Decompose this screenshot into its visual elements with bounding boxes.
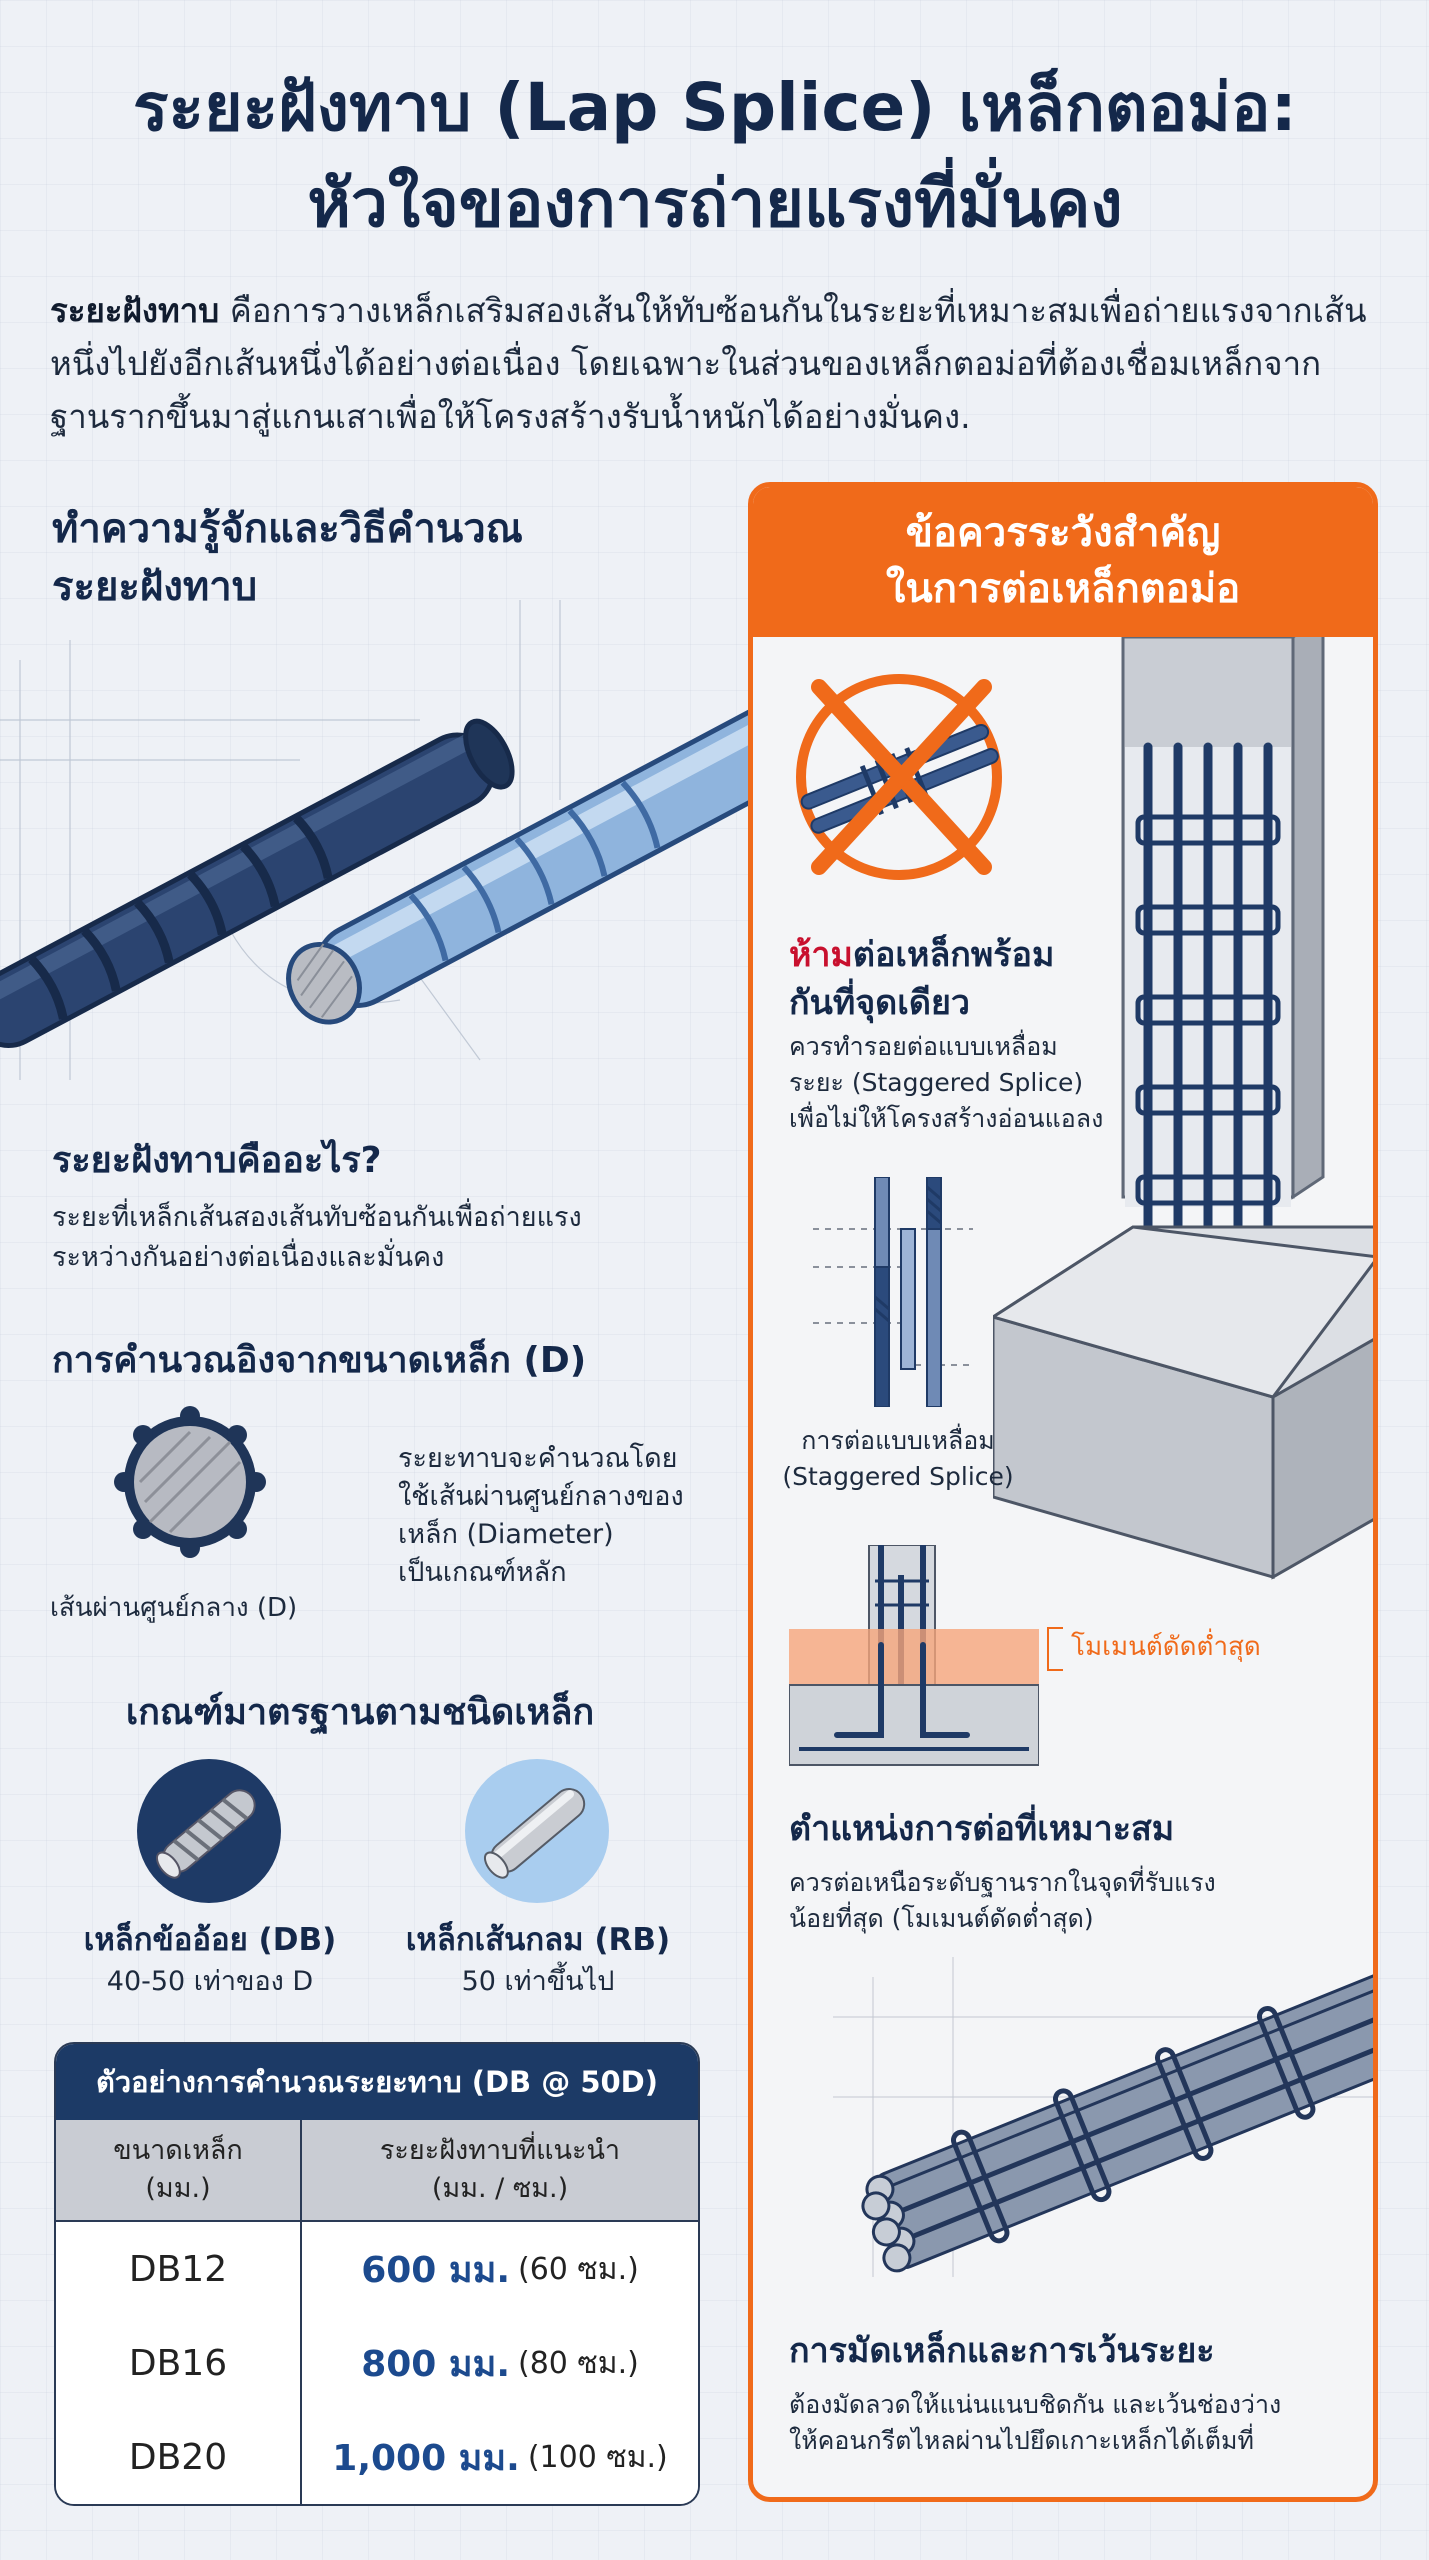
column-footing-illustration [993,637,1373,1580]
moment-label: โมเมนต์ดัดต่ำสุด [1071,1632,1261,1662]
standard-title: เกณฑ์มาตรฐานตามชนิดเหล็ก [125,1692,595,1733]
row-size: DB12 [128,2248,228,2290]
warning-header-line-2: ในการต่อเหล็กตอม่อ [885,566,1241,612]
table-row: DB12 600 มม.(60 ซม.) [56,2222,698,2318]
section-title-line-2: ระยะฝังทาบ [52,564,258,610]
row-size: DB20 [128,2436,228,2478]
row-cm: (80 ซม.) [518,2345,639,2381]
rb-rule: 50 เท่าขึ้นไป [461,1966,615,1997]
table-header-row: ขนาดเหล็ก (มม.) ระยะฝังทาบที่แนะนำ (มม. … [56,2120,698,2222]
calc-desc: ระยะทาบจะคำนวณโดย ใช้เส้นผ่านศูนย์กลางขอ… [398,1440,718,1592]
prohibited-single-splice-icon [796,674,1002,880]
section-title-line-1: ทำความรู้จักและวิธีคำนวณ [52,506,523,552]
calc-desc-line-4: เป็นเกณฑ์หลัก [398,1557,567,1588]
db-name: เหล็กข้ออ้อย (DB) [83,1922,337,1958]
what-is-desc: ระยะที่เหล็กเส้นสองเส้นทับซ้อนกันเพื่อถ่… [52,1198,712,1278]
round-bar-rb-icon [465,1759,609,1903]
ban-desc-line-2: ระยะ (Staggered Splice) [789,1068,1084,1097]
calc-desc-line-1: ระยะทาบจะคำนวณโดย [398,1443,678,1474]
ban-title: ห้ามต่อเหล็กพร้อม กันที่จุดเดียว [789,931,1149,1027]
intro-paragraph: ระยะฝังทาบ คือการวางเหล็กเสริมสองเส้นให้… [50,284,1390,443]
minimum-moment-splice-diagram [789,1545,1039,1766]
rebar-cross-section-icon [114,1406,266,1558]
row-cm: (100 ซม.) [527,2439,668,2475]
tying-desc-line-2: ให้คอนกรีตไหลผ่านไปยึดเกาะเหล็กได้เต็มที… [789,2426,1254,2455]
what-is-desc-line-2: ระหว่างกันอย่างต่อเนื่องและมั่นคง [52,1242,445,1273]
row-cm: (60 ซม.) [518,2251,639,2287]
position-desc-line-1: ควรต่อเหนือระดับฐานรากในจุดที่รับแรง [789,1868,1216,1897]
warning-panel-header: ข้อควรระวังสำคัญ ในการต่อเหล็กตอม่อ [753,487,1373,637]
row-value: 600 มม. [361,2249,511,2291]
calc-desc-line-3: เหล็ก (Diameter) [398,1519,614,1550]
ban-desc: ควรทำรอยต่อแบบเหลื่อม ระยะ (Staggered Sp… [789,1029,1119,1137]
calc-title: การคำนวณอิงจากขนาดเหล็ก (D) [52,1340,587,1381]
row-size: DB16 [128,2342,228,2384]
tying-desc-line-1: ต้องมัดลวดให้แน่นแนบชิดกัน และเว้นช่องว่… [789,2390,1282,2419]
table-row: DB20 1,000 มม.(100 ซม.) [56,2410,698,2504]
tying-title: การมัดเหล็กและการเว้นระยะ [789,2331,1215,2371]
ban-title-line-2: กันที่จุดเดียว [789,983,970,1023]
what-is-desc-line-1: ระยะที่เหล็กเส้นสองเส้นทับซ้อนกันเพื่อถ่… [52,1202,582,1233]
table-row: DB16 800 มม.(80 ซม.) [56,2316,698,2412]
title-line-2: หัวใจของการถ่ายแรงที่มั่นคง [307,165,1123,242]
intro-text: คือการวางเหล็กเสริมสองเส้นให้ทับซ้อนกันใ… [50,291,1367,436]
row-value: 1,000 มม. [332,2437,520,2479]
lap-splice-rebar-illustration [0,600,748,1080]
page-title: ระยะฝังทาบ (Lap Splice) เหล็กตอม่อ: หัวใ… [30,60,1400,252]
title-line-1: ระยะฝังทาบ (Lap Splice) เหล็กตอม่อ: [133,69,1297,146]
db-rule: 40-50 เท่าของ D [106,1966,314,1997]
diameter-label: เส้นผ่านศูนย์กลาง (D) [50,1593,298,1623]
ban-title-rest: ต่อเหล็กพร้อม [852,935,1055,975]
staggered-caption-line-2: (Staggered Splice) [782,1462,1014,1491]
tied-rebar-bundle-illustration [833,1957,1373,2277]
staggered-caption-line-1: การต่อแบบเหลื่อม [801,1426,995,1455]
row-value: 800 มม. [361,2343,511,2385]
staggered-caption: การต่อแบบเหลื่อม (Staggered Splice) [763,1423,1033,1495]
position-desc: ควรต่อเหนือระดับฐานรากในจุดที่รับแรง น้อ… [789,1865,1359,1937]
section-title: ทำความรู้จักและวิธีคำนวณ ระยะฝังทาบ [52,500,692,616]
intro-lead: ระยะฝังทาบ [50,291,220,330]
tying-desc: ต้องมัดลวดให้แน่นแนบชิดกัน และเว้นช่องว่… [789,2387,1359,2459]
rb-standard: เหล็กเส้นกลม (RB) 50 เท่าขึ้นไป [368,1918,708,2002]
moment-bracket [1047,1627,1063,1671]
staggered-splice-diagram [813,1177,973,1407]
ban-desc-line-3: เพื่อไม่ให้โครงสร้างอ่อนแอลง [789,1104,1104,1133]
db-standard: เหล็กข้ออ้อย (DB) 40-50 เท่าของ D [40,1918,380,2002]
table-header-length: ระยะฝังทาบที่แนะนำ (มม. / ซม.) [379,2135,621,2204]
position-desc-line-2: น้อยที่สุด (โมเมนต์ดัดต่ำสุด) [789,1904,1094,1933]
warning-panel: ข้อควรระวังสำคัญ ในการต่อเหล็กตอม่อ [748,482,1378,2502]
calc-desc-line-2: ใช้เส้นผ่านศูนย์กลางของ [398,1481,684,1512]
table-caption: ตัวอย่างการคำนวณระยะทาบ (DB @ 50D) [56,2044,698,2120]
ban-desc-line-1: ควรทำรอยต่อแบบเหลื่อม [789,1032,1058,1061]
warning-header-line-1: ข้อควรระวังสำคัญ [905,510,1221,556]
position-title: ตำแหน่งการต่อที่เหมาะสม [789,1809,1175,1849]
rb-name: เหล็กเส้นกลม (RB) [405,1922,671,1958]
table-header-size: ขนาดเหล็ก (มม.) [113,2135,243,2204]
deformed-bar-db-icon [137,1759,281,1903]
calculation-table: ตัวอย่างการคำนวณระยะทาบ (DB @ 50D) ขนาดเ… [54,2042,700,2506]
what-is-title: ระยะฝังทาบคืออะไร? [52,1140,382,1181]
ban-title-red: ห้าม [789,935,853,975]
